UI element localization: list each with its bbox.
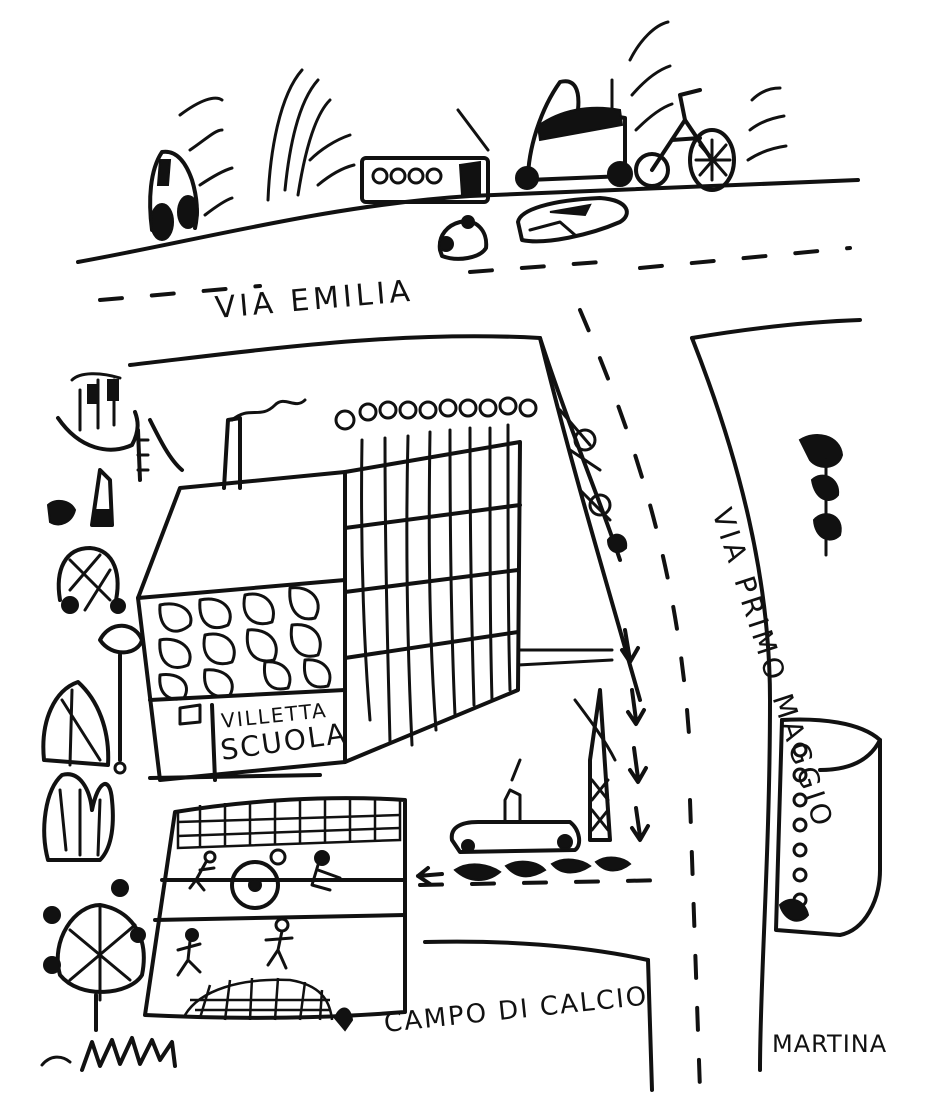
person-icon [188, 850, 217, 892]
bicycle-icon [634, 88, 736, 192]
tree-icon [43, 879, 146, 1032]
tree-icon [746, 86, 788, 162]
tree-icon [628, 20, 674, 132]
tree-icon [798, 434, 844, 557]
tree-icon [308, 133, 356, 187]
house-building [774, 717, 882, 937]
bush-icon [46, 499, 77, 526]
arrow-icon [416, 856, 672, 887]
goal-net-icon [176, 799, 402, 850]
tree-icon [266, 68, 332, 202]
tree-icon [178, 96, 234, 217]
car-icon [516, 196, 629, 244]
window-grid [158, 586, 332, 701]
slide-icon [136, 418, 184, 482]
via-primo-maggio-label: VIA PRIMO MAGGIO [705, 504, 840, 833]
school-compound-outline [128, 334, 622, 780]
rock-icon [90, 468, 114, 527]
chimney-icon [222, 398, 307, 490]
person-icon [264, 917, 294, 970]
bus-icon [360, 108, 490, 204]
bush-icon [42, 772, 115, 862]
via-primo-maggio-road [538, 308, 862, 1092]
person-icon [176, 928, 202, 977]
flower-icon [113, 761, 127, 775]
person-icon [310, 850, 342, 892]
football-field [143, 796, 407, 1032]
school-annex [334, 396, 614, 764]
signature-label: MARTINA [772, 1030, 887, 1058]
goal-net-icon [183, 977, 334, 1021]
boat-icon [56, 372, 140, 452]
grass-icon [40, 1036, 177, 1072]
tree-icon [558, 408, 628, 554]
tent-icon [41, 680, 111, 767]
car-icon [449, 758, 582, 854]
tree-row [334, 396, 538, 431]
tree-icon [56, 546, 126, 614]
football-field-label: CAMPO DI CALCIO [383, 981, 650, 1039]
via-emilia-label: VIA EMILIA [214, 274, 415, 326]
car-icon [148, 149, 199, 241]
tractor-icon [515, 78, 633, 190]
arrow-icon [620, 628, 650, 842]
car-icon [437, 215, 489, 261]
fence-icon [573, 688, 617, 842]
ball-icon [269, 848, 287, 866]
school-building: VILLETTA SCUOLA [136, 470, 349, 782]
